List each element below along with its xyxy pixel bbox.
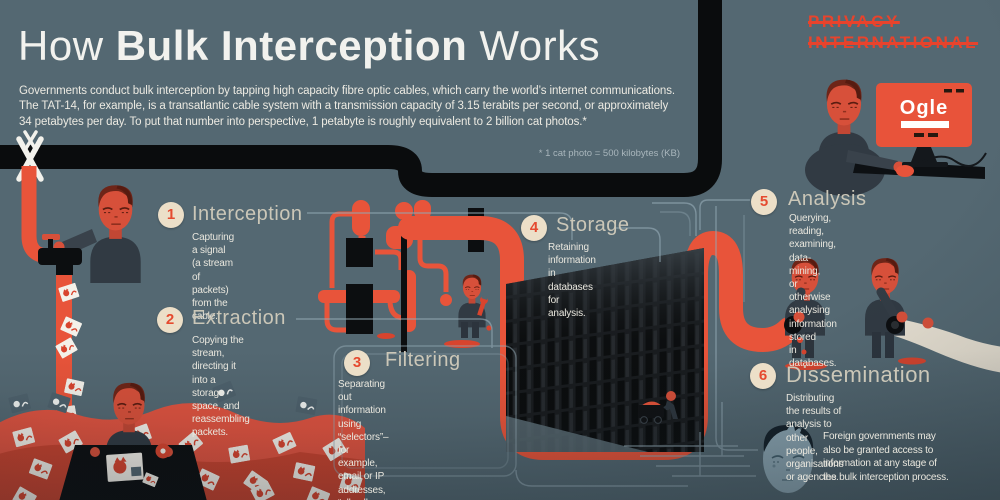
step-number-badge: 1	[158, 202, 184, 228]
step-number-badge: 3	[344, 350, 370, 376]
step-title: Storage	[556, 214, 630, 236]
ogle-brand-text: Ogle	[899, 97, 949, 119]
clean-data-hose	[888, 317, 1000, 373]
step-number-badge: 6	[750, 363, 776, 389]
step-title: Filtering	[385, 349, 461, 371]
maintenance-worker	[457, 274, 492, 338]
step-title: Interception	[192, 203, 303, 225]
server-field	[506, 248, 704, 452]
foreign-government-head	[763, 421, 814, 493]
filtering-machine	[318, 200, 484, 352]
faucet-icon	[38, 234, 82, 275]
step-number-badge: 5	[751, 189, 777, 215]
fibre-optic-cable	[0, 0, 722, 197]
connector-lines	[296, 199, 758, 487]
logo-line-2: INTERNATIONAL	[808, 32, 979, 52]
monitor-stand	[911, 147, 937, 162]
foreign-governments-note: Foreign governments may also be granted …	[823, 431, 949, 483]
privacy-international-logo: PRIVACY INTERNATIONAL	[808, 12, 978, 53]
page-title: How Bulk Interception Works	[18, 22, 601, 69]
ogle-monitor	[876, 83, 987, 177]
logo-line-1: PRIVACY	[808, 12, 900, 31]
search-bar-icon	[901, 121, 949, 128]
step-title: Extraction	[192, 307, 286, 329]
extraction-analyst	[59, 382, 207, 500]
tap-pipe	[21, 166, 60, 264]
mouse-cable	[912, 152, 987, 168]
step-description: Distributing the results of analysis to …	[786, 393, 844, 484]
wrench-icon	[477, 295, 489, 316]
analysis-analyst-1	[784, 257, 827, 370]
step-description: Copying the stream, directing it into a …	[192, 335, 250, 439]
step-description: Querying, reading, examining, data-minin…	[789, 213, 837, 370]
step-number-badge: 4	[521, 215, 547, 241]
cart-worker	[638, 391, 678, 424]
window-control-icon	[944, 89, 952, 93]
step-description: Capturing a signal (a stream of packets)…	[192, 232, 235, 323]
step-number-badge: 2	[157, 307, 183, 333]
step-description: Retaining information in databases for a…	[548, 242, 596, 319]
intro-paragraph: Governments conduct bulk interception by…	[19, 85, 675, 128]
step-description: Separating out information using “select…	[338, 379, 389, 500]
mouse-icon	[896, 165, 914, 177]
step-title: Analysis	[788, 188, 867, 210]
analysis-analyst-2	[864, 257, 1000, 373]
footnote: * 1 cat photo = 500 kilobytes (KB)	[538, 148, 680, 159]
step-title: Dissemination	[786, 362, 931, 387]
